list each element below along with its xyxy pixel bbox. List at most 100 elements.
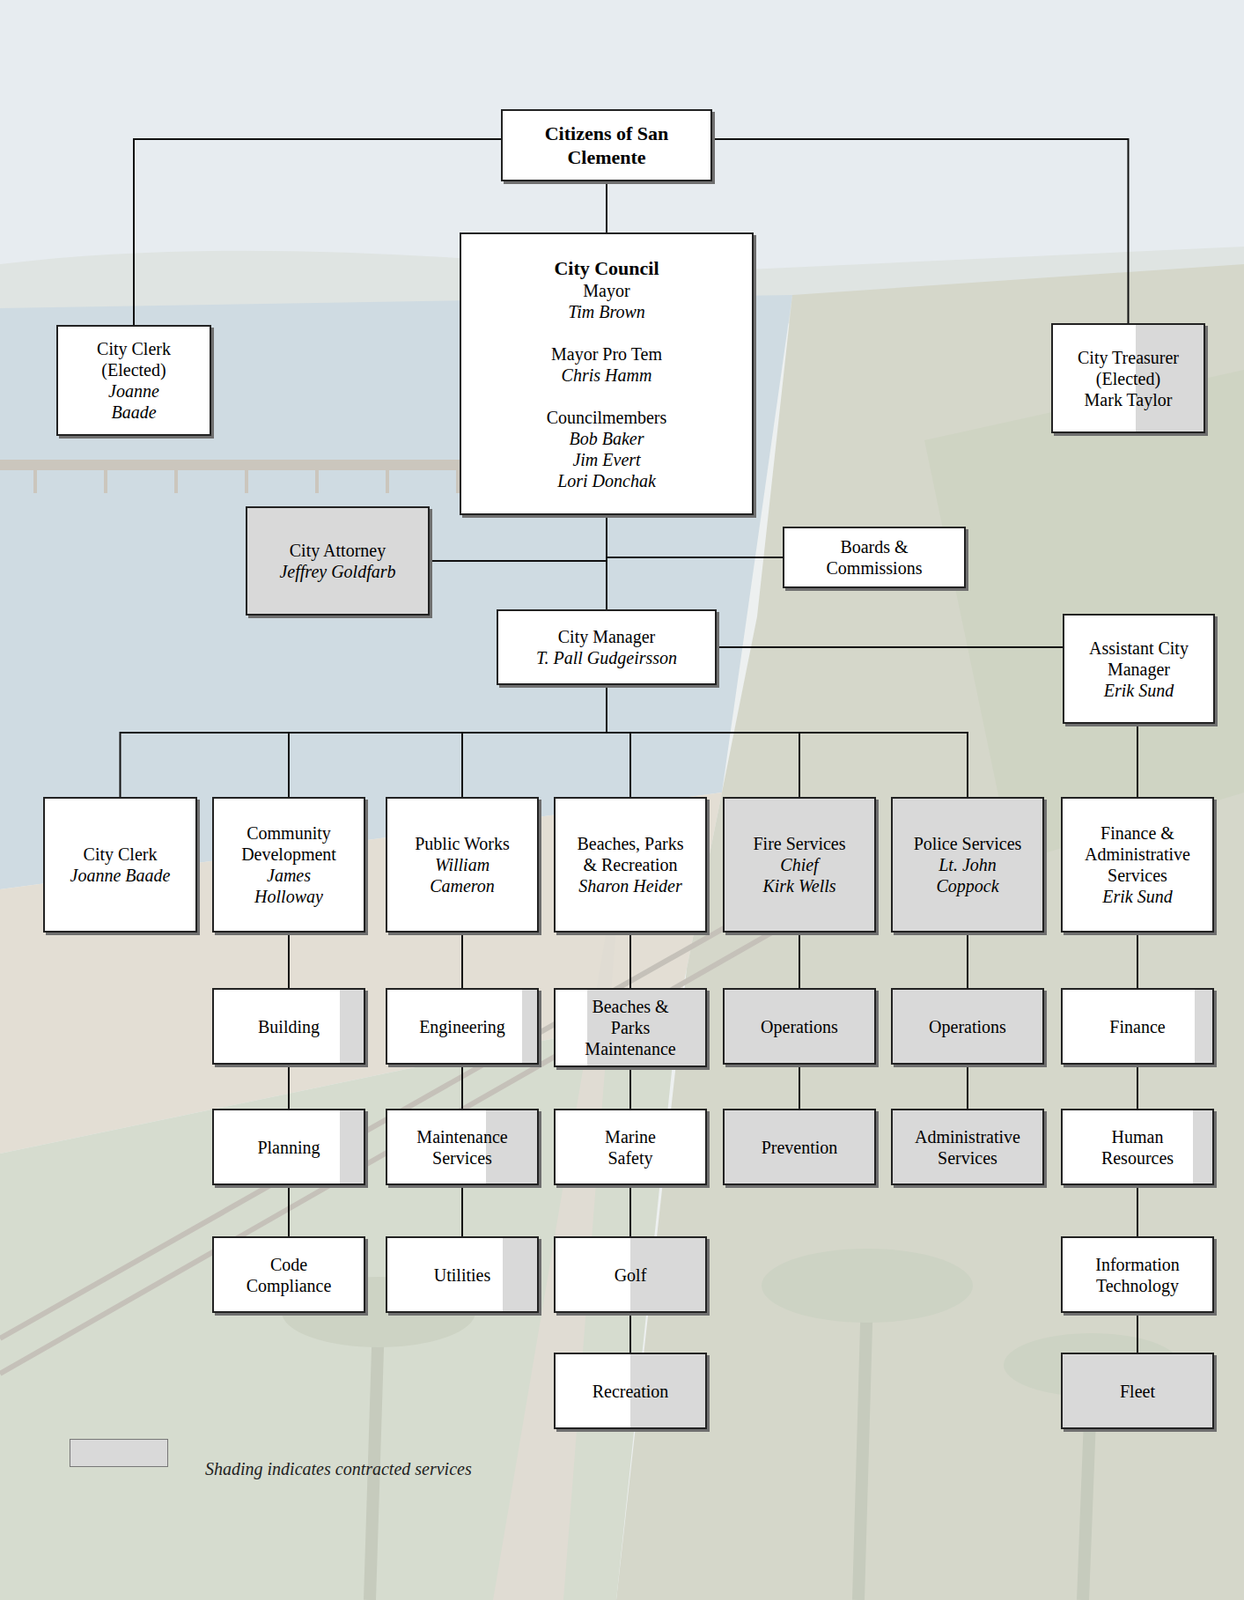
box-title: Information Technology [1080, 1253, 1195, 1296]
org-box: City CouncilMayorTim BrownMayor Pro TemC… [459, 232, 754, 516]
connector-line [287, 932, 290, 988]
legend-entry: Shading indicates contracted services [205, 1457, 472, 1480]
legend-text: Shading indicates contracted services [205, 1458, 472, 1479]
org-box: City ManagerT. Pall Gudgeirsson [496, 609, 717, 685]
org-box: City AttorneyJeffrey Goldfarb [245, 506, 430, 616]
connector-line [716, 646, 1063, 648]
box-text: Chief [780, 853, 818, 876]
org-box: Operations [722, 987, 876, 1065]
box-title: City Council [553, 256, 659, 280]
box-title: Beaches, Parks & Recreation [571, 832, 691, 876]
palm-trunks [369, 1294, 1092, 1600]
org-box: Recreation [553, 1352, 707, 1429]
box-text: Jim Evert [572, 449, 641, 471]
box-title: Engineering [419, 1015, 506, 1038]
connector-line [798, 932, 801, 988]
rail-tracks [0, 889, 802, 1374]
connector-line [1136, 932, 1139, 988]
org-box: Prevention [722, 1108, 876, 1186]
connector-line [1136, 1064, 1139, 1109]
connector-line [966, 932, 969, 988]
org-box: Code Compliance [212, 1236, 366, 1313]
org-box: Planning [212, 1108, 366, 1186]
palm-fronds [761, 1248, 973, 1323]
box-title: City Clerk [83, 843, 158, 865]
box-title: Recreation [592, 1380, 670, 1402]
connector-line [798, 1064, 801, 1109]
box-title: Boards & Commissions [808, 536, 941, 579]
connector-line [629, 1312, 632, 1353]
box-text: Mayor Pro Tem [551, 343, 663, 365]
box-title: Golf [614, 1264, 648, 1286]
connector-line [606, 684, 968, 797]
connector-line [287, 1064, 290, 1109]
connector-line [1136, 1185, 1139, 1237]
box-title: Fleet [1119, 1380, 1156, 1402]
box-text: Kirk Wells [762, 875, 836, 897]
org-box: Golf [553, 1236, 707, 1313]
box-title: Administrative Services [910, 1126, 1025, 1169]
box-title: Human Resources [1089, 1126, 1186, 1169]
box-text: Erik Sund [1104, 679, 1174, 701]
org-box: Community DevelopmentJames Holloway [212, 796, 366, 933]
box-text: Chris Hamm [561, 364, 653, 386]
box-title: Community Development [234, 822, 345, 865]
box-text: Tim Brown [567, 301, 646, 323]
org-box: Administrative Services [890, 1108, 1045, 1186]
connector-line [461, 932, 464, 988]
connector-line [120, 684, 608, 797]
box-title: Operations [760, 1015, 839, 1038]
box-title: Citizens of San Clemente [518, 121, 695, 170]
connector-line [712, 139, 1129, 324]
connector-line [288, 684, 607, 797]
box-title: Planning [257, 1136, 320, 1158]
org-box: Building [212, 987, 366, 1065]
org-box: Engineering [385, 987, 539, 1065]
box-title: Finance [1109, 1015, 1165, 1038]
connector-line [461, 1185, 464, 1237]
org-box: Public WorksWilliam Cameron [385, 796, 539, 933]
org-box: Utilities [385, 1236, 539, 1313]
org-box: Beaches, Parks & RecreationSharon Heider [553, 796, 707, 933]
box-text: Councilmembers [546, 406, 668, 428]
connector-line [1136, 723, 1139, 797]
box-title: Finance & Administrative Services [1079, 822, 1196, 886]
box-text: Joanne Baade [70, 864, 171, 886]
box-text: William Cameron [404, 853, 520, 897]
box-title: Fire Services [753, 832, 847, 854]
connector-line [1136, 1312, 1139, 1353]
org-box: Fleet [1060, 1352, 1215, 1429]
box-title: Prevention [761, 1136, 839, 1158]
box-text: Mayor [582, 279, 630, 302]
box-title: Assistant City Manager [1077, 637, 1201, 680]
connector-line [629, 1067, 632, 1109]
connector-line [606, 515, 783, 558]
pier-posts [35, 470, 670, 494]
box-text: Erik Sund [1102, 885, 1172, 907]
org-box: Beaches & Parks Maintenance [553, 987, 707, 1068]
org-box: Assistant City ManagerErik Sund [1062, 613, 1215, 724]
box-text: Sharon Heider [578, 875, 683, 897]
box-title: Public Works [414, 832, 509, 854]
connector-line [606, 684, 631, 797]
connector-line [605, 515, 608, 610]
org-box: Marine Safety [553, 1108, 707, 1186]
box-text: James Holloway [234, 864, 345, 907]
org-box: Human Resources [1060, 1108, 1215, 1186]
box-text: Bob Baker [569, 427, 645, 450]
org-box: Finance [1060, 987, 1215, 1065]
box-title: Maintenance Services [404, 1126, 520, 1169]
box-title: Building [257, 1015, 320, 1038]
box-title: City Manager [558, 625, 656, 648]
connector-line [629, 1185, 632, 1237]
connector-line [605, 181, 608, 233]
org-box: Maintenance Services [385, 1108, 539, 1186]
box-title: City Clerk (Elected) [89, 338, 178, 381]
connector-line [461, 1064, 464, 1109]
box-title: Operations [928, 1015, 1007, 1038]
connector-line [606, 684, 800, 797]
connector-line [966, 1064, 969, 1109]
connector-line [133, 139, 501, 325]
box-title: Code Compliance [240, 1253, 338, 1296]
